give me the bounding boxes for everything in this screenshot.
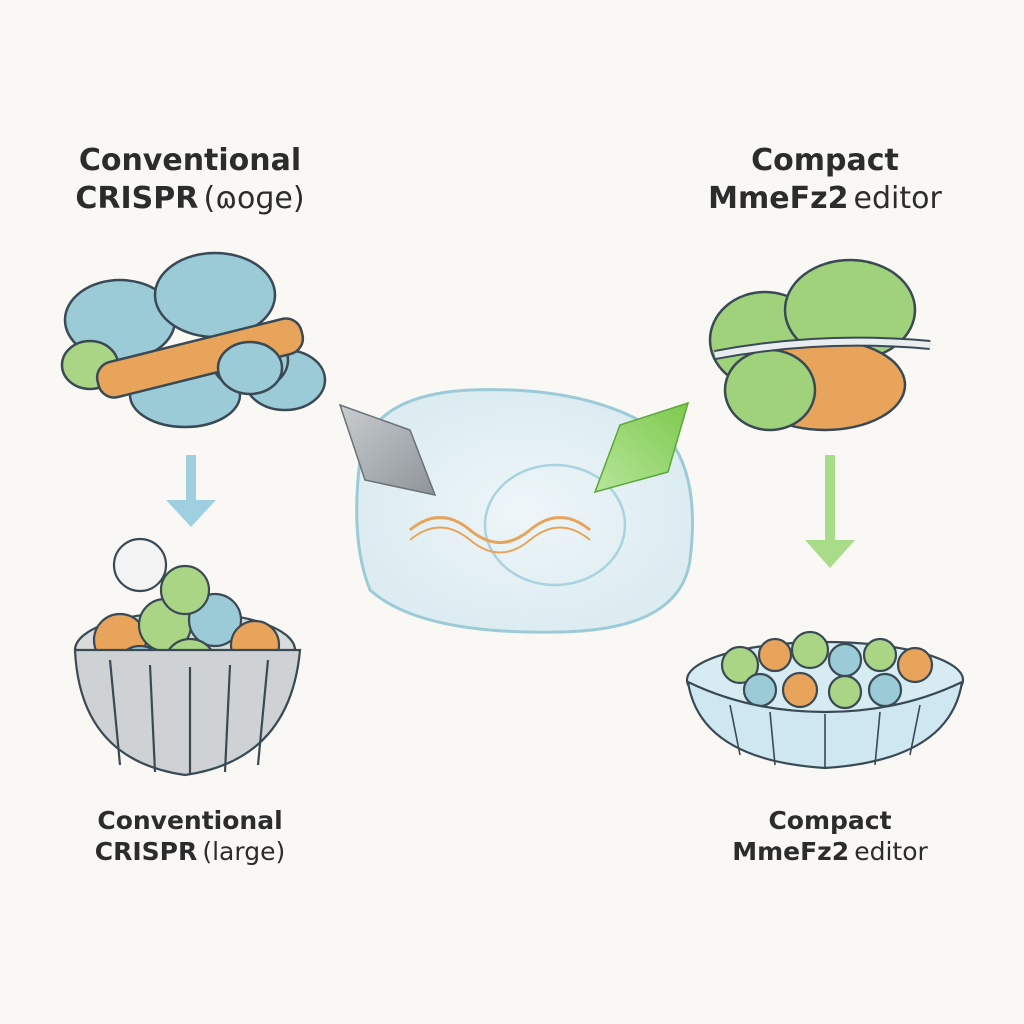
arrow-down-green (805, 455, 855, 568)
label-bottom-right-line2-bold: MmeFz2 (732, 837, 850, 867)
arrow-gray (338, 403, 437, 497)
compact-bowl (685, 630, 965, 770)
arrow-green (593, 401, 690, 494)
conventional-crispr-protein (60, 251, 327, 429)
label-bottom-right-line1: Compact (768, 806, 892, 835)
label-top-right-line1: Compact (751, 143, 899, 178)
label-top-right-line2-reg: editor (853, 180, 942, 216)
label-top-left-line2-bold: CRISPR (75, 180, 199, 216)
compact-editor-protein (708, 258, 931, 432)
label-bottom-left-line2-bold: CRISPR (94, 837, 198, 867)
dna-strand-icon (409, 516, 591, 544)
label-bottom-left-line1: Conventional (97, 806, 283, 835)
label-top-left: Conventional CRISPR (ɷoɡe) (40, 142, 340, 217)
cell (355, 388, 694, 634)
label-top-right-line2-bold: MmeFz2 (708, 180, 849, 216)
label-bottom-left: Conventional CRISPR (large) (60, 805, 320, 868)
label-bottom-right: Compact MmeFz2 editor (700, 805, 960, 868)
label-bottom-left-line2-reg: (large) (202, 837, 286, 867)
label-top-left-line2-reg: (ɷoɡe) (203, 180, 305, 216)
large-basket (73, 537, 302, 777)
label-bottom-right-line2-reg: editor (854, 837, 928, 867)
label-top-right: Compact MmeFz2 editor (680, 142, 970, 217)
arrow-down-blue (166, 455, 216, 527)
label-top-left-line1: Conventional (78, 143, 302, 178)
